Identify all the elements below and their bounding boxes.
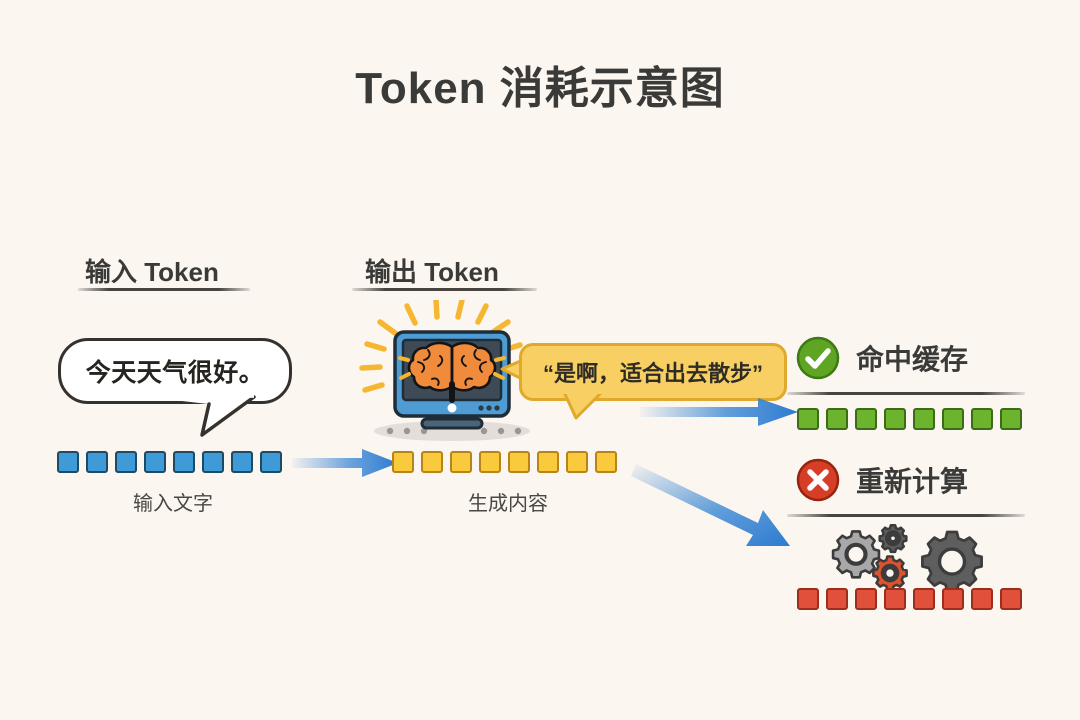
input-speech-bubble: 今天天气很好。 [58, 338, 292, 404]
input-token-square [144, 451, 166, 473]
recompute-label: 重新计算 [856, 466, 969, 497]
cache-hit-label: 命中缓存 [856, 344, 969, 375]
recompute-status: 重新计算 [796, 458, 968, 502]
output-token-square [595, 451, 617, 473]
output-token-square [566, 451, 588, 473]
output-bubble-text: “是啊，适合出去散步” [542, 361, 763, 386]
shadow-dots [386, 427, 522, 435]
arrow-output-to-recompute-icon [631, 464, 790, 546]
output-token-square [508, 451, 530, 473]
gears-cluster-icon [831, 523, 983, 593]
cache-hit-token-square [797, 408, 819, 430]
recompute-token-square [1000, 588, 1022, 610]
cache-hit-token-square [855, 408, 877, 430]
check-circle-icon [796, 336, 840, 380]
input-token-square [173, 451, 195, 473]
input-token-caption: 输入文字 [133, 493, 213, 515]
recompute-token-square [826, 588, 848, 610]
brain-icon [407, 341, 497, 403]
output-token-square [537, 451, 559, 473]
output-section-heading: 输出 Token [365, 257, 499, 287]
recompute-token-square [971, 588, 993, 610]
input-bubble-tail [154, 394, 256, 437]
recompute-token-square [942, 588, 964, 610]
output-bubble-bottom-tail [562, 390, 604, 420]
input-token-square [115, 451, 137, 473]
output-speech-bubble: “是啊，适合出去散步” [519, 343, 787, 401]
gear-large-dark-icon [921, 530, 983, 593]
gear-light-gray-icon [831, 530, 881, 579]
x-circle-icon [796, 458, 840, 502]
recompute-underline [787, 514, 1025, 517]
cache-hit-token-square [913, 408, 935, 430]
input-token-row [57, 451, 289, 473]
output-token-square [392, 451, 414, 473]
cache-hit-token-square [884, 408, 906, 430]
page-title: Token 消耗示意图 [355, 64, 725, 113]
brain-spark-rays-icon [398, 356, 506, 380]
arrow-output-to-cache-hit-icon [640, 398, 798, 426]
cache-hit-token-square [826, 408, 848, 430]
input-token-square [231, 451, 253, 473]
input-token-square [260, 451, 282, 473]
cache-hit-token-square [1000, 408, 1022, 430]
output-token-square [479, 451, 501, 473]
output-token-square [421, 451, 443, 473]
input-token-square [86, 451, 108, 473]
output-token-square [450, 451, 472, 473]
input-bubble-text: 今天天气很好。 [85, 359, 265, 387]
cache-hit-token-square [942, 408, 964, 430]
bezel-indicator-dots [478, 405, 500, 411]
output-heading-underline [352, 288, 537, 291]
cache-hit-underline [787, 392, 1025, 395]
input-heading-underline [78, 288, 250, 291]
recompute-token-square [884, 588, 906, 610]
recompute-token-square [913, 588, 935, 610]
recompute-token-square [797, 588, 819, 610]
cache-hit-token-square [971, 408, 993, 430]
monitor-shadow [374, 421, 530, 441]
input-token-square [202, 451, 224, 473]
output-token-caption: 生成内容 [468, 493, 548, 515]
output-token-row [392, 451, 624, 473]
cache-hit-token-row [797, 408, 1029, 430]
cache-hit-status: 命中缓存 [796, 336, 968, 380]
gear-small-dark-icon [878, 523, 908, 554]
recompute-token-square [855, 588, 877, 610]
gear-red-icon [872, 555, 908, 592]
input-section-heading: 输入 Token [85, 257, 219, 287]
recompute-token-row [797, 588, 1029, 610]
input-token-square [57, 451, 79, 473]
arrow-input-to-output-icon [292, 449, 398, 477]
